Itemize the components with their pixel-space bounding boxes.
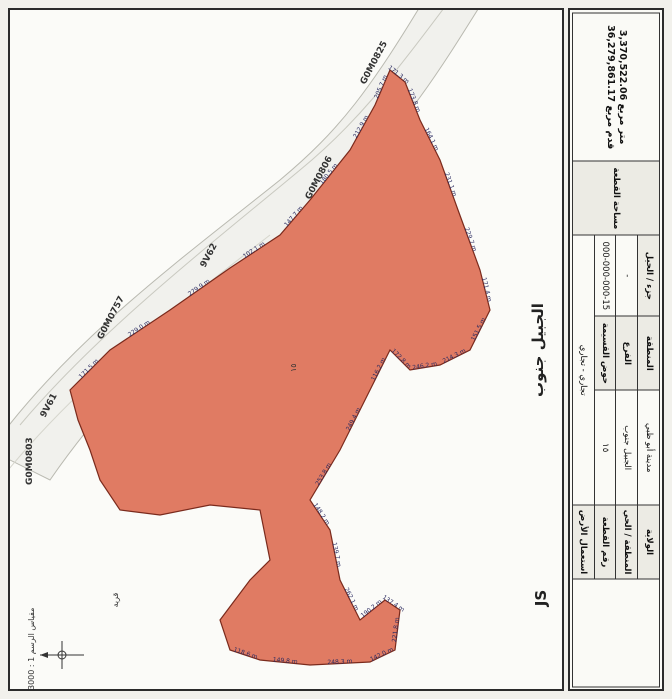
row-label-2: رقم القطعة	[594, 504, 616, 579]
neighborhood-label: الجبيل جنوب	[529, 303, 547, 397]
area-m2: 3,370,522.06 متر مربع	[617, 29, 629, 144]
row-value-3: تجاري - تجاري	[572, 234, 595, 505]
col-label-1: المنطقة	[637, 315, 660, 390]
row-value-1: الجبيل جنوب	[616, 389, 638, 505]
dimension-label: 149.8 m	[272, 656, 298, 665]
road-label-left: G0M0803	[25, 437, 35, 485]
north-arrow-icon	[40, 641, 84, 669]
scale-text: مقياس الرسم 1 : 3000	[27, 608, 36, 689]
dimension-label: 248.3 m	[327, 658, 352, 666]
row-label-3: استعمال الأرض	[572, 504, 595, 579]
info-panel: 3,370,522.06 متر مربع 36,279,861.17 قدم …	[568, 8, 664, 691]
info-table: 3,370,522.06 متر مربع 36,279,861.17 قدم …	[572, 12, 660, 687]
col-label-0: جزء / الحيل	[637, 234, 660, 316]
area-header: مساحة القطعة	[572, 160, 660, 235]
col-value-0: -	[616, 234, 638, 316]
area-ft2: 36,279,861.17 قدم مربع	[605, 24, 616, 149]
row-value-2: ١٥	[594, 389, 616, 505]
row-label-1: المنطقة / الحي	[616, 504, 638, 579]
spacer-cell	[572, 578, 660, 687]
parcel-polygon[interactable]	[69, 69, 491, 666]
dimension-label: 221.8 m	[391, 617, 401, 643]
row-value-0: مدينة أبو ظبي	[637, 389, 660, 505]
parcel-number: ١٥	[289, 363, 298, 372]
area-values-cell: 3,370,522.06 متر مربع 36,279,861.17 قدم …	[572, 12, 660, 161]
sub-label-1: حوض القسيمة	[594, 315, 616, 390]
dimension-label: 139.7 m	[331, 542, 343, 568]
col-value-1: 000-000-000-15	[594, 234, 616, 316]
sub-label-0: الفرع	[616, 315, 638, 390]
neighborhood-other-label: قرية	[111, 592, 120, 607]
west-label: JS	[532, 590, 550, 607]
row-label-0: الولاية	[637, 504, 660, 579]
dimension-label: 246.2 m	[412, 360, 438, 371]
